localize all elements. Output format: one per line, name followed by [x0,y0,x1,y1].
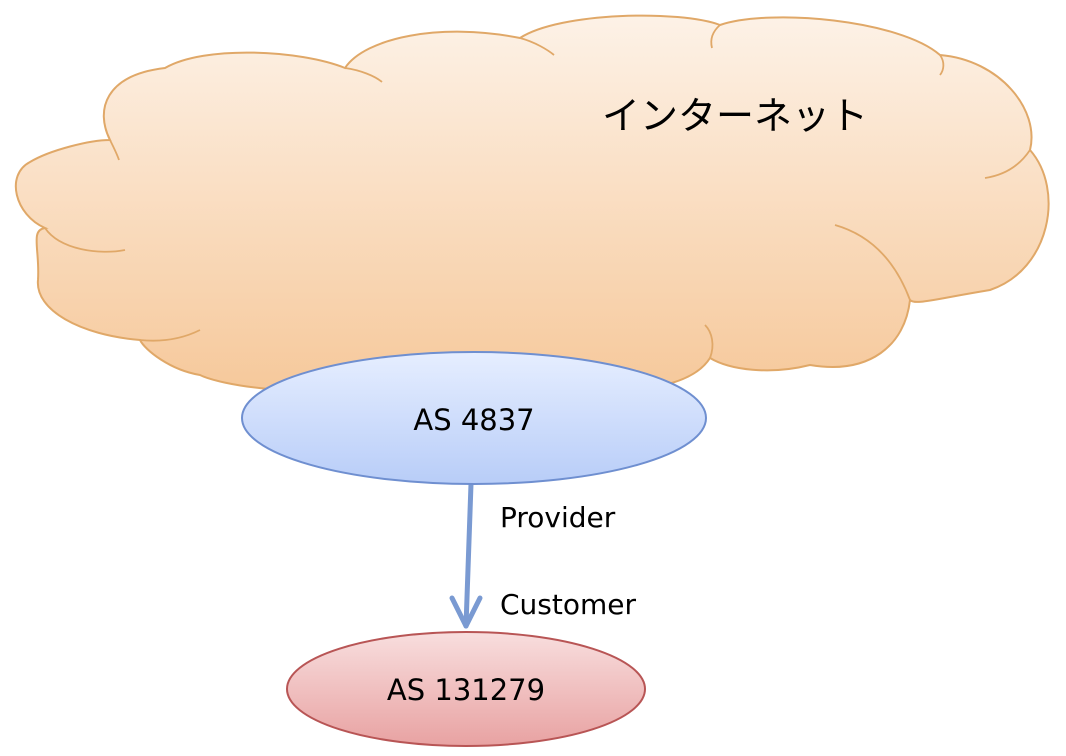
node-ellipse [241,351,707,485]
cloud-contour [984,149,1031,179]
cloud-shape [14,14,1050,397]
cloud-contour [704,324,714,359]
cloud-label: インターネット [602,94,868,138]
node-as-4837: AS 4837 [241,351,707,485]
provider-label: Provider [500,501,616,534]
node-label: AS 4837 [413,403,534,437]
arrowhead-icon [449,595,483,629]
cloud-contour [344,67,383,83]
cloud-contour [834,224,911,301]
internet-cloud: インターネット [14,14,1050,397]
cloud-contour [939,54,945,76]
cloud-contour [109,139,120,161]
cloud-contour [710,24,721,49]
node-ellipse [286,631,646,747]
link-line [463,481,474,629]
node-as-131279: AS 131279 [286,631,646,747]
provider-customer-link: Provider Customer [449,481,636,629]
cloud-contour [44,227,126,253]
customer-label: Customer [500,588,636,621]
cloud-contour [519,37,555,56]
node-label: AS 131279 [387,673,545,707]
cloud-contour [139,329,201,342]
